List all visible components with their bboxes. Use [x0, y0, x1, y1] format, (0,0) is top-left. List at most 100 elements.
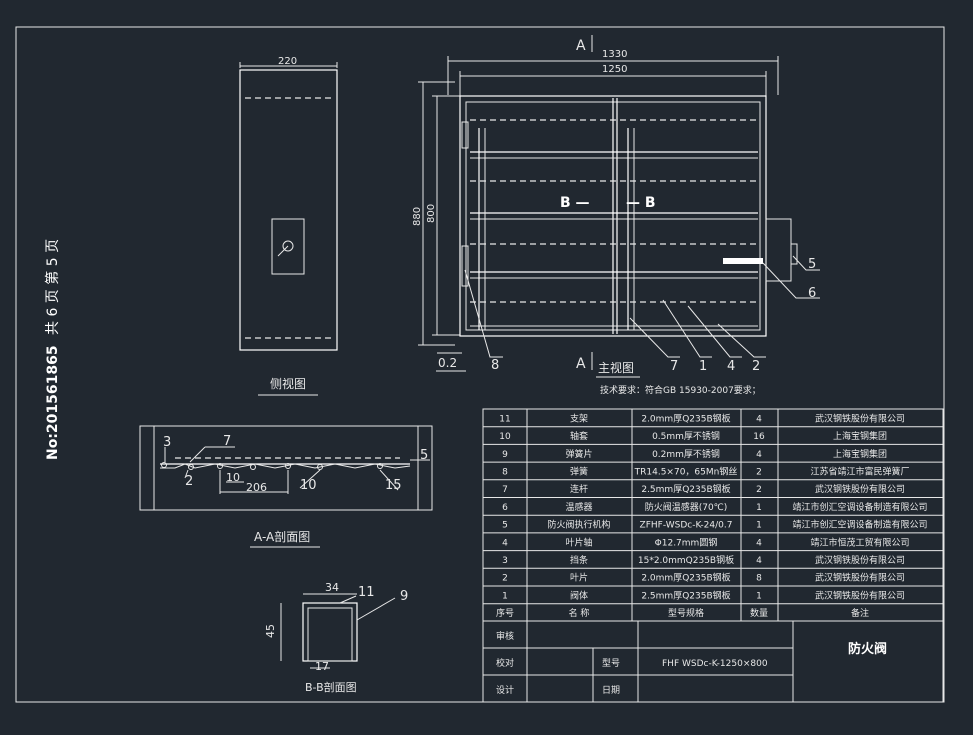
spring-lower [461, 245, 469, 287]
parts-cell-qty: 8 [756, 574, 762, 584]
parts-cell-spec: 2.5mm厚Q235B钢板 [641, 589, 730, 601]
section-bb-profile [302, 602, 358, 662]
side-view-actuator-plate [271, 218, 305, 275]
callout-2: 2 [752, 359, 760, 374]
main-outer-height-dim: 880 [412, 207, 423, 226]
parts-cell-qty: 2 [756, 485, 762, 495]
title-block: 审核 校对 设计 型号 日期 FHF WSDc-K-1250×800 防火阀 [482, 620, 944, 703]
section-b-right-label: — B [626, 195, 656, 211]
bb-callout-11: 11 [358, 585, 375, 600]
aa-callout-2: 2 [185, 474, 193, 489]
parts-cell-qty: 2 [756, 467, 762, 477]
aa-dim-10: 10 [226, 471, 240, 484]
parts-cell-qty: 1 [756, 503, 762, 513]
parts-header-no: 序号 [496, 607, 514, 619]
parts-cell-qty: 4 [756, 414, 762, 424]
parts-header-note: 备注 [851, 607, 869, 619]
bb-callout-9: 9 [400, 589, 408, 604]
side-view-width-dim: 220 [278, 56, 297, 67]
bb-dim-34: 34 [325, 581, 339, 594]
callout-4: 4 [727, 359, 735, 374]
parts-cell-note: 武汉钢铁股份有限公司 [815, 412, 905, 424]
parts-cell-no: 1 [502, 591, 508, 601]
side-view-body [239, 69, 338, 351]
parts-cell-name: 轴套 [570, 430, 588, 442]
check-label: 校对 [496, 657, 514, 669]
parts-cell-note: 武汉钢铁股份有限公司 [815, 572, 905, 584]
parts-cell-spec: 防火阀温感器(70℃) [645, 501, 728, 513]
main-inner-height-dim: 800 [426, 204, 437, 223]
sheet-border [15, 26, 945, 703]
callout-6: 6 [808, 286, 816, 301]
model-value: FHF WSDc-K-1250×800 [662, 659, 768, 669]
section-bb: 34 45 17 11 9 B-B剖面图 [264, 581, 408, 694]
parts-cell-name: 阀体 [570, 589, 588, 601]
blades [470, 119, 758, 327]
parts-cell-note: 江苏省靖江市富民弹簧厂 [810, 465, 909, 477]
callout-5: 5 [808, 257, 816, 272]
parts-cell-spec: 2.0mm厚Q235B钢板 [641, 572, 730, 584]
parts-cell-qty: 16 [753, 432, 765, 442]
parts-cell-no: 11 [499, 414, 510, 424]
parts-cell-no: 9 [502, 450, 508, 460]
parts-header-qty: 数量 [750, 607, 768, 619]
parts-cell-note: 靖江市创汇空调设备制造有限公司 [792, 519, 927, 531]
parts-cell-qty: 1 [756, 521, 762, 531]
callout-1: 1 [699, 359, 707, 374]
parts-cell-note: 上海宝钢集团 [833, 430, 887, 442]
review-label: 审核 [496, 630, 514, 642]
parts-cell-name: 叶片 [570, 572, 588, 584]
parts-header-name: 名 称 [569, 607, 590, 619]
callout-8: 8 [491, 358, 499, 373]
main-outer-width-dim: 1330 [602, 49, 627, 60]
parts-cell-no: 10 [499, 432, 511, 442]
parts-cell-spec: 15*2.0mmQ235B钢板 [638, 554, 734, 566]
parts-cell-note: 靖江市恒茂工贸有限公司 [810, 536, 909, 548]
parts-cell-note: 武汉钢铁股份有限公司 [815, 589, 905, 601]
parts-cell-qty: 4 [756, 556, 762, 566]
parts-cell-name: 挡条 [570, 554, 588, 566]
parts-cell-name: 弹簧片 [565, 448, 592, 460]
aa-callout-3: 3 [163, 435, 171, 450]
parts-cell-name: 防火阀执行机构 [547, 519, 610, 531]
page-count: 共 6 页 第 5 页 [44, 239, 61, 335]
parts-cell-spec: 2.5mm厚Q235B钢板 [641, 483, 730, 495]
parts-cell-note: 靖江市创汇空调设备制造有限公司 [792, 501, 927, 513]
parts-cell-spec: 0.5mm厚不锈钢 [652, 430, 720, 442]
main-gap-dim: 0.2 [438, 356, 457, 370]
date-label: 日期 [602, 685, 620, 696]
product-name: 防火阀 [848, 641, 887, 657]
parts-cell-no: 2 [502, 574, 508, 584]
aa-dim-206: 206 [246, 481, 267, 494]
side-view-actuator-knob [282, 240, 294, 252]
parts-cell-name: 支架 [570, 412, 588, 424]
parts-cell-name: 温感器 [565, 501, 592, 513]
main-view: A 1330 1250 880 800 [412, 35, 820, 396]
temperature-sensor [723, 258, 763, 264]
parts-cell-name: 弹簧 [570, 465, 588, 477]
parts-cell-spec: TR14.5×70，65Mn钢丝 [634, 465, 738, 477]
document-number: No:201561865 [45, 345, 61, 460]
parts-cell-name: 叶片轴 [565, 536, 592, 548]
aa-callout-10: 10 [300, 478, 317, 493]
section-bb-caption: B-B剖面图 [305, 680, 357, 694]
parts-cell-no: 6 [502, 503, 508, 513]
aa-callout-5: 5 [420, 448, 428, 463]
spring-upper [461, 121, 469, 149]
section-aa: 3 7 2 10 5 15 206 10 A-A剖面图 [139, 425, 433, 548]
parts-header-spec: 型号规格 [668, 607, 704, 619]
section-aa-caption: A-A剖面图 [254, 530, 310, 544]
section-a-top-label: A [576, 38, 586, 54]
parts-cell-no: 8 [502, 467, 508, 477]
parts-cell-spec: Φ12.7mm圆钢 [655, 536, 718, 548]
aa-callout-15: 15 [385, 478, 402, 493]
parts-cell-qty: 1 [756, 591, 762, 601]
parts-cell-no: 3 [502, 556, 508, 566]
section-a-bottom-label: A [576, 356, 586, 372]
section-b-left-label: B — [560, 195, 590, 211]
actuator-housing [765, 218, 792, 282]
bb-dim-45: 45 [264, 624, 277, 638]
parts-cell-note: 武汉钢铁股份有限公司 [815, 483, 905, 495]
parts-cell-qty: 4 [756, 538, 762, 548]
